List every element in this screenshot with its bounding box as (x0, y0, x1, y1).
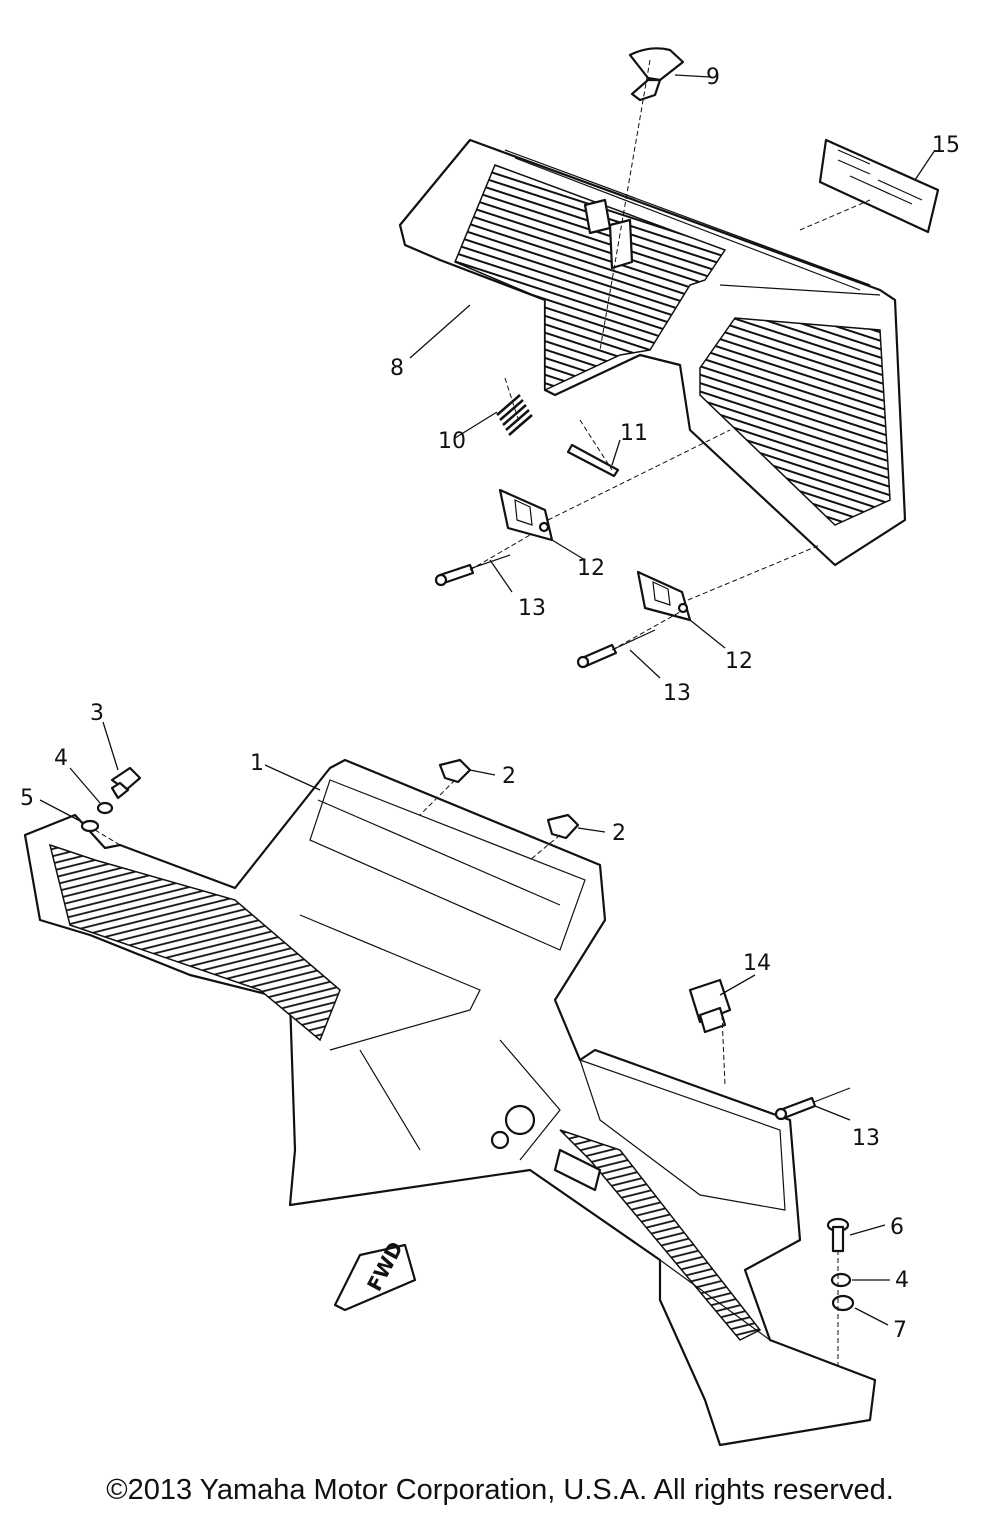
callout-2-lower: 2 (612, 821, 626, 846)
callout-4-left: 4 (54, 746, 68, 771)
headlight-cover-assembly (398, 138, 907, 567)
washer-part-4-left (96, 801, 114, 815)
callout-13-b: 13 (663, 681, 691, 706)
grommet-part-14 (688, 978, 732, 1034)
bolt-part-6 (826, 1217, 850, 1253)
callout-6: 6 (890, 1215, 904, 1240)
washer-part-4-right (830, 1272, 852, 1288)
spring-part-10 (496, 394, 533, 436)
forward-direction-arrow: FWD (333, 1238, 417, 1312)
callout-5: 5 (20, 786, 34, 811)
callout-1: 1 (250, 751, 264, 776)
callout-12-upper: 12 (577, 556, 605, 581)
clip-part-2-upper (438, 758, 472, 784)
callout-14: 14 (743, 951, 771, 976)
callout-7: 7 (893, 1318, 907, 1343)
callout-3: 3 (90, 701, 104, 726)
rivet-part-13-a (434, 554, 511, 587)
callout-13-c: 13 (852, 1126, 880, 1151)
pin-part-11 (566, 443, 620, 478)
knob-part-9 (628, 47, 685, 102)
parts-diagram: FWD 9 15 8 10 11 12 13 12 13 3 4 5 1 2 2… (20, 47, 960, 1447)
washer-part-5 (80, 819, 100, 833)
clip-part-2-lower (546, 813, 580, 840)
callout-11: 11 (620, 421, 648, 446)
callout-9: 9 (706, 65, 720, 90)
callout-13-a: 13 (518, 596, 546, 621)
callout-12-lower: 12 (725, 649, 753, 674)
bolt-part-3 (110, 766, 142, 800)
washer-part-7 (831, 1294, 855, 1312)
rivet-part-13-c (774, 1087, 851, 1121)
callout-4-right: 4 (895, 1268, 909, 1293)
callout-15: 15 (932, 133, 960, 158)
bracket-part-12-upper (498, 488, 554, 542)
callout-2-upper: 2 (502, 764, 516, 789)
handlebar-cover-assembly (23, 758, 877, 1447)
bracket-part-12-lower (636, 570, 692, 622)
copyright-notice: ©2013 Yamaha Motor Corporation, U.S.A. A… (106, 1474, 894, 1506)
rivet-part-13-b (576, 629, 656, 669)
label-plate-part-15 (818, 138, 940, 234)
callout-8: 8 (390, 356, 404, 381)
callout-10: 10 (438, 429, 466, 454)
